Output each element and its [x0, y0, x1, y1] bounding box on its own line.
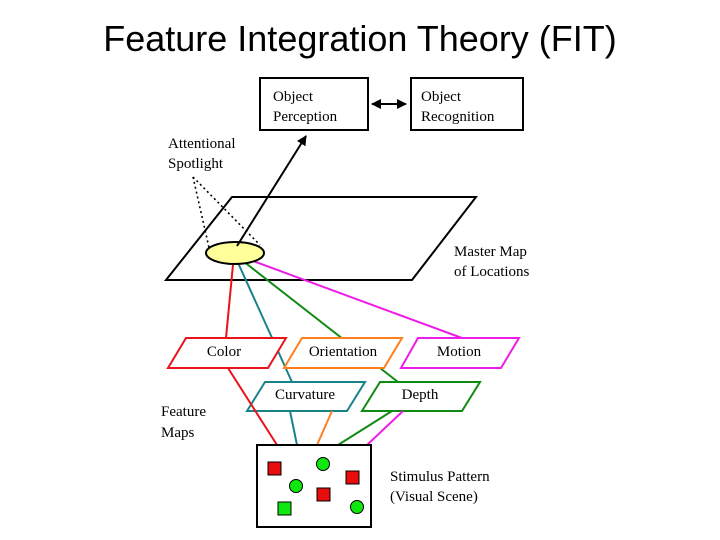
depth-to-stimulus-line	[337, 410, 393, 446]
stimulus-green-circle	[316, 457, 330, 471]
object-recognition-line1: Object	[421, 89, 462, 105]
attentional-label-line1: Attentional	[168, 136, 236, 152]
object-recognition-box	[410, 77, 524, 131]
stimulus-red-square	[345, 470, 360, 485]
curvature-connection-line	[233, 253, 293, 383]
object-recognition-line2: Recognition	[421, 109, 495, 125]
curvature-to-stimulus-line	[289, 410, 298, 446]
object-perception-line2: Perception	[273, 109, 338, 125]
spotlight-to-perception-arrow	[236, 135, 307, 247]
master-map-label-line2: of Locations	[454, 264, 530, 280]
master-map-label-line1: Master Map	[454, 244, 527, 260]
stimulus-label-line1: Stimulus Pattern	[390, 469, 490, 485]
depth-map	[360, 381, 482, 412]
slide-title: Feature Integration Theory (FIT)	[103, 18, 617, 59]
orientation-map	[282, 337, 404, 369]
curvature-map	[245, 381, 367, 412]
stimulus-label-line2: (Visual Scene)	[390, 489, 478, 505]
orientation-to-stimulus-line	[316, 410, 333, 446]
motion-connection-line	[233, 253, 463, 339]
motion-map	[399, 337, 521, 369]
color-map-label: Color	[207, 344, 241, 360]
master-map-plane	[163, 196, 479, 281]
object-perception-line1: Object	[273, 89, 314, 105]
color-to-stimulus-line	[227, 367, 278, 446]
feature-maps-label-line2: Maps	[161, 425, 194, 441]
motion-map-label: Motion	[437, 344, 482, 360]
attentional-label-line2: Spotlight	[168, 156, 224, 172]
attentional-spotlight	[205, 241, 265, 265]
stimulus-green-square	[277, 501, 292, 516]
stimulus-pattern-box	[256, 444, 372, 528]
stimulus-green-circle	[350, 500, 364, 514]
stimulus-red-square	[267, 461, 282, 476]
stimulus-red-square	[316, 487, 331, 502]
depth-map-label: Depth	[402, 387, 439, 403]
motion-to-stimulus-line	[366, 410, 404, 446]
stimulus-green-circle	[289, 479, 303, 493]
spotlight-cone-right	[192, 176, 261, 246]
feature-maps-label-line1: Feature	[161, 404, 206, 420]
object-perception-box	[259, 77, 369, 131]
curvature-map-label: Curvature	[275, 387, 335, 403]
color-connection-line	[225, 253, 235, 339]
color-map	[166, 337, 288, 369]
spotlight-cone-left	[192, 176, 211, 253]
orientation-map-label: Orientation	[309, 344, 378, 360]
